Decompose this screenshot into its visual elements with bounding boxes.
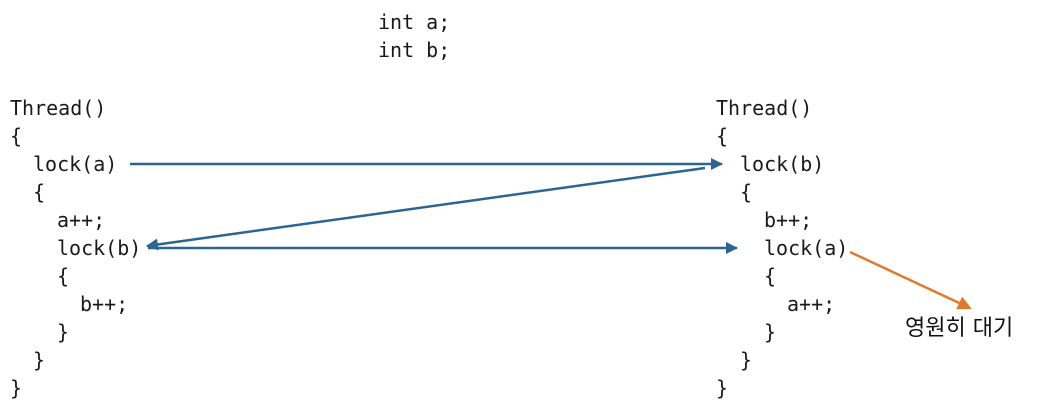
thread-left-inner-open-brace: { <box>33 180 46 204</box>
thread-left-header: Thread() <box>10 96 107 120</box>
thread-left-lock-a: lock(a) <box>33 152 118 176</box>
thread-right-innermost-close-brace: } <box>764 320 777 344</box>
arrow-lock-b-right-to-left <box>146 166 706 251</box>
thread-right-open-brace: { <box>716 124 729 148</box>
thread-right-lock-b: lock(b) <box>740 152 825 176</box>
thread-left-inner-close-brace: } <box>33 348 46 372</box>
thread-right-innermost-open-brace: { <box>764 264 777 288</box>
shared-var-a: int a; <box>378 10 451 34</box>
thread-left-innermost-open-brace: { <box>57 264 70 288</box>
thread-right-lock-a: lock(a) <box>764 236 849 260</box>
thread-left-innermost-close-brace: } <box>57 320 70 344</box>
thread-left-a-increment: a++; <box>57 208 106 232</box>
thread-right-a-increment: a++; <box>787 292 836 316</box>
thread-left-close-brace: } <box>10 376 23 400</box>
shared-var-b: int b; <box>378 38 451 62</box>
deadlock-note: 영원히 대기 <box>905 316 1014 341</box>
thread-right-b-increment: b++; <box>764 208 813 232</box>
thread-right-inner-open-brace: { <box>740 180 753 204</box>
thread-right-close-brace: } <box>716 376 729 400</box>
thread-right-inner-close-brace: } <box>740 348 753 372</box>
thread-left-open-brace: { <box>10 124 23 148</box>
thread-left-lock-b: lock(b) <box>57 236 142 260</box>
arrow-deadlock <box>849 250 972 310</box>
thread-left-b-increment: b++; <box>80 292 129 316</box>
thread-right-header: Thread() <box>716 96 813 120</box>
